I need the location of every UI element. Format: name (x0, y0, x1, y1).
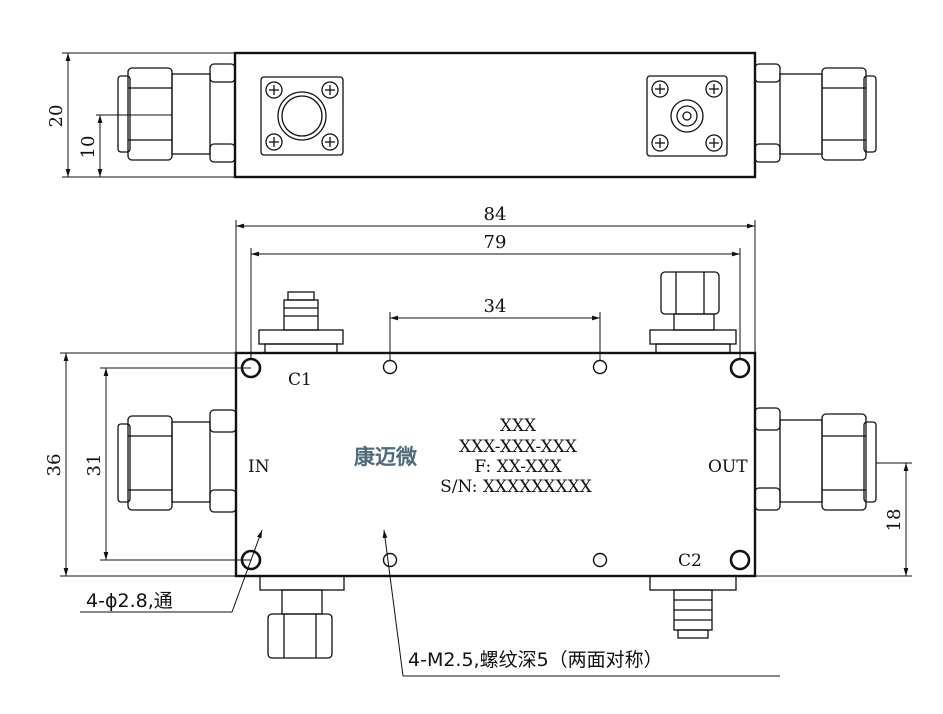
screw-head (321, 133, 339, 151)
screw-head (265, 81, 283, 99)
dim-port-offset: 18 (884, 509, 905, 532)
screw-head (265, 133, 283, 151)
tapped-holes (382, 359, 608, 568)
screw-head (651, 80, 669, 98)
top-right-flange (646, 75, 728, 157)
screw-head (705, 80, 723, 98)
note-through-holes: 4-ϕ2.8,通 (86, 590, 173, 612)
marking-line1: XXX (500, 416, 537, 436)
top-right-connector (754, 63, 877, 163)
dim-top-half: 10 (78, 136, 99, 159)
dim-hole-height: 31 (84, 454, 105, 477)
top-view-body (233, 51, 757, 179)
label-out: OUT (708, 457, 748, 477)
note-tapped-holes: 4-M2.5,螺纹深5（两面对称） (408, 649, 663, 671)
c2-port-connector (649, 575, 737, 639)
screw-head (321, 81, 339, 99)
top-view (117, 51, 877, 179)
front-right-connector (754, 407, 877, 511)
label-c1: C1 (288, 370, 312, 390)
front-left-connector (117, 409, 237, 513)
screw-head (705, 134, 723, 152)
top-view-dimensions (62, 52, 235, 178)
bottom-left-port-connector (259, 575, 345, 659)
brand-logo-text: 康迈微 (354, 445, 418, 469)
top-left-connector (117, 63, 236, 163)
dim-overall-length: 84 (484, 204, 507, 225)
dim-hole-span: 79 (484, 232, 507, 253)
marking-line2: XXX-XXX-XXX (459, 437, 578, 457)
marking-line3: F: XX-XXX (474, 457, 562, 477)
front-view-body (234, 351, 757, 578)
marking-line4: S/N: XXXXXXXXX (440, 477, 593, 497)
front-view-dimensions (60, 220, 912, 577)
top-right-port-connector (649, 271, 737, 354)
dim-inner-span: 34 (484, 296, 507, 317)
label-in: IN (248, 457, 270, 477)
top-flange-screws (265, 80, 723, 152)
front-view (117, 271, 877, 659)
c1-port-connector (258, 291, 344, 354)
label-c2: C2 (678, 551, 702, 571)
leaders (80, 529, 780, 677)
screw-head (651, 134, 669, 152)
top-left-flange (260, 76, 344, 156)
dim-body-height: 36 (44, 454, 65, 477)
dim-top-height: 20 (46, 105, 67, 128)
